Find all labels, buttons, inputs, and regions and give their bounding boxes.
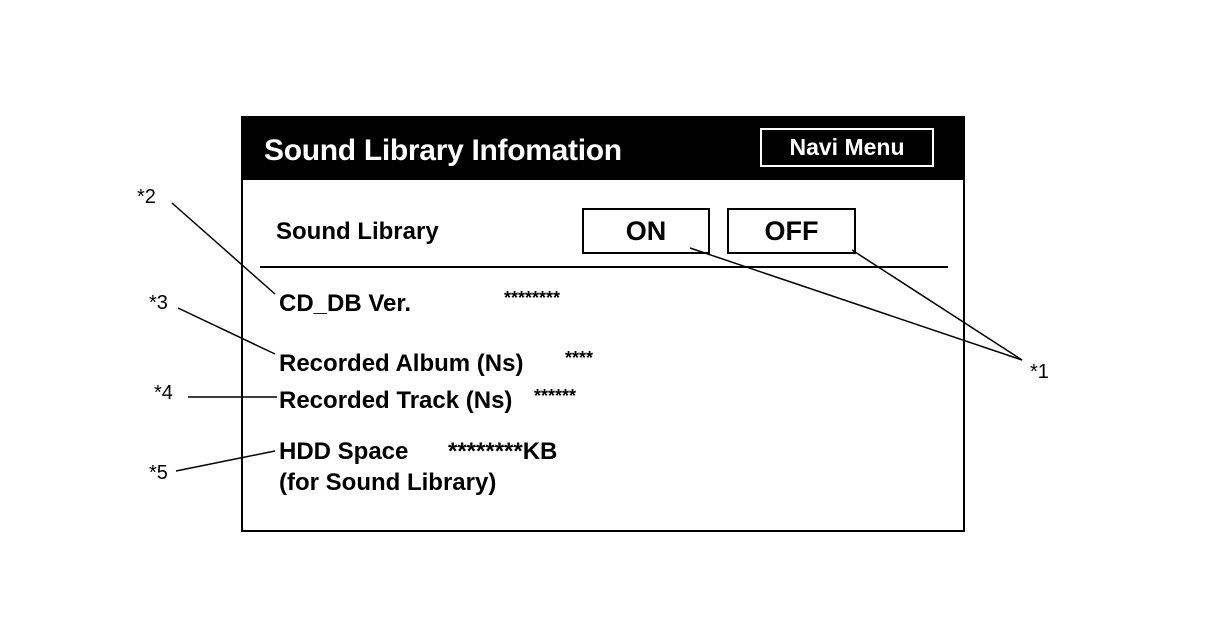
hdd-space-sub-label: (for Sound Library) [279,469,497,496]
hdd-space-value: ********KB [448,438,558,465]
callout-4: *4 [154,382,173,404]
recorded-track-label: Recorded Track (Ns) [279,387,513,414]
divider [260,266,948,268]
sound-library-screen: Sound Library Infomation Navi Menu Sound… [241,116,965,532]
callout-1: *1 [1030,361,1049,383]
off-button[interactable]: OFF [727,208,856,254]
cd-db-version-value: ******** [504,288,561,308]
recorded-album-label: Recorded Album (Ns) [279,350,524,377]
navi-menu-button[interactable]: Navi Menu [760,128,934,167]
hdd-space-label: HDD Space [279,438,409,465]
recorded-album-value: **** [565,348,594,368]
on-button[interactable]: ON [582,208,710,254]
callout-3: *3 [149,292,168,314]
cd-db-version-label: CD_DB Ver. [279,290,412,317]
sound-library-label: Sound Library [276,218,439,245]
recorded-track-value: ****** [534,386,577,406]
page-title: Sound Library Infomation [264,134,622,167]
callout-5: *5 [149,462,168,484]
callout-2: *2 [137,186,156,208]
title-bar: Sound Library Infomation Navi Menu [243,118,963,180]
